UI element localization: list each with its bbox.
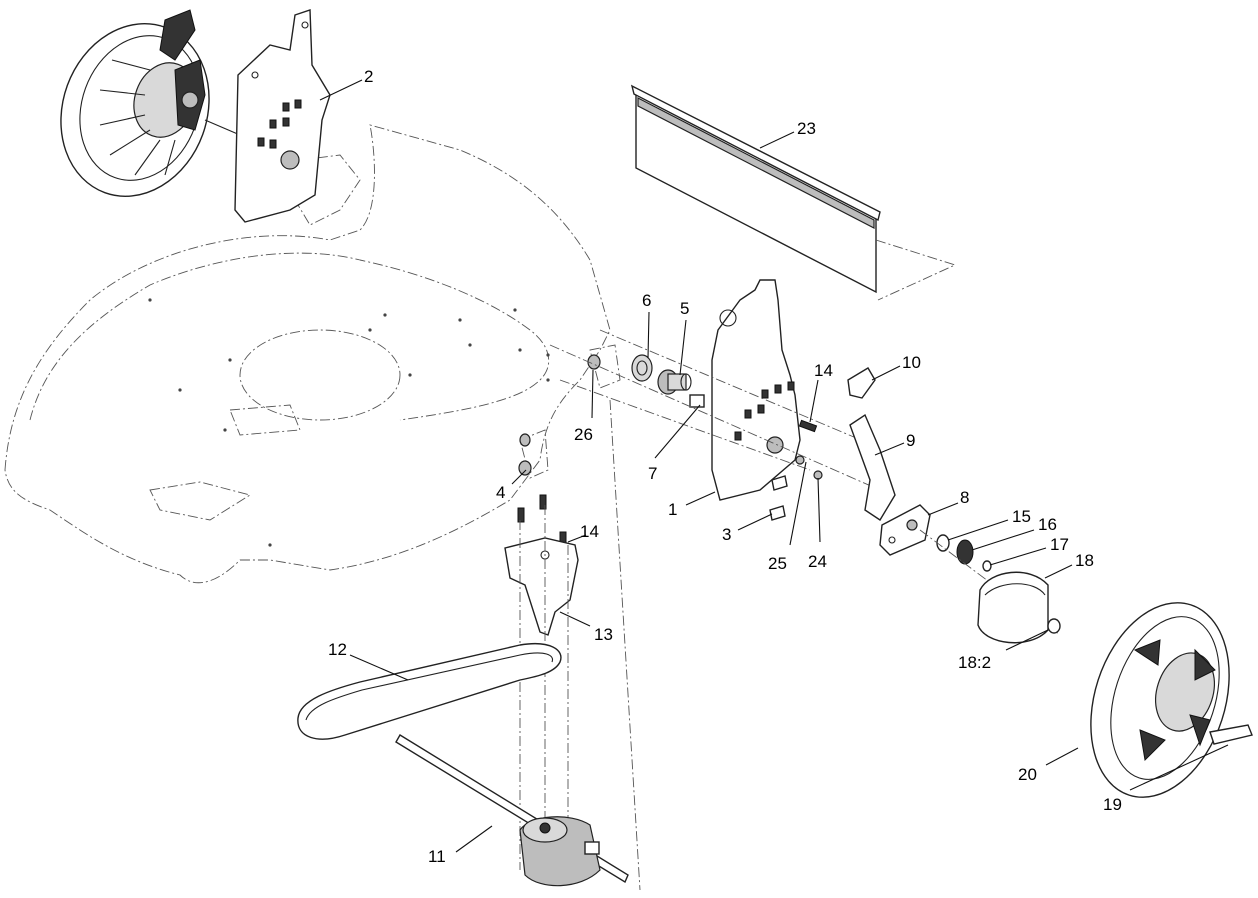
fasteners — [517, 419, 823, 547]
callout-10: 10 — [902, 353, 921, 372]
part-1-right-bracket — [711, 279, 801, 501]
callout-13: 13 — [594, 625, 613, 644]
part-2-left-bracket — [234, 9, 331, 223]
right-wheel — [1090, 602, 1253, 798]
callout-25: 25 — [768, 554, 787, 573]
callout-9: 9 — [906, 431, 915, 450]
callout-20: 20 — [1018, 765, 1037, 784]
callout-17: 17 — [1050, 535, 1069, 554]
callout-15: 15 — [1012, 507, 1031, 526]
part-18-hubcap — [977, 571, 1061, 644]
callout-18: 18 — [1075, 551, 1094, 570]
callout-3: 3 — [722, 525, 731, 544]
callout-labels: 2 23 6 5 26 7 4 1 3 25 24 14 10 9 8 15 1… — [328, 67, 1122, 866]
callout-6: 6 — [642, 291, 651, 310]
callout-2: 2 — [364, 67, 373, 86]
deck-holes — [148, 298, 550, 547]
axle-hardware — [518, 329, 881, 491]
leader-lines — [319, 79, 1229, 853]
callout-14-lower: 14 — [580, 522, 599, 541]
callout-16: 16 — [1038, 515, 1057, 534]
callout-23: 23 — [797, 119, 816, 138]
callout-4: 4 — [496, 483, 505, 502]
callout-24: 24 — [808, 552, 827, 571]
part-23-panel — [630, 84, 957, 301]
height-adjuster — [847, 367, 931, 556]
left-wheel — [60, 9, 241, 197]
callout-12: 12 — [328, 640, 347, 659]
part-12-belt — [297, 643, 562, 740]
mower-deck — [4, 124, 621, 584]
part-11-transmission — [395, 734, 629, 887]
callout-26: 26 — [574, 425, 593, 444]
callout-5: 5 — [680, 299, 689, 318]
callout-19: 19 — [1103, 795, 1122, 814]
callout-14-upper: 14 — [814, 361, 833, 380]
callout-11: 11 — [428, 847, 446, 866]
callout-1: 1 — [668, 500, 677, 519]
callout-7: 7 — [648, 464, 657, 483]
callout-18-2: 18:2 — [958, 653, 991, 672]
callout-8: 8 — [960, 488, 969, 507]
